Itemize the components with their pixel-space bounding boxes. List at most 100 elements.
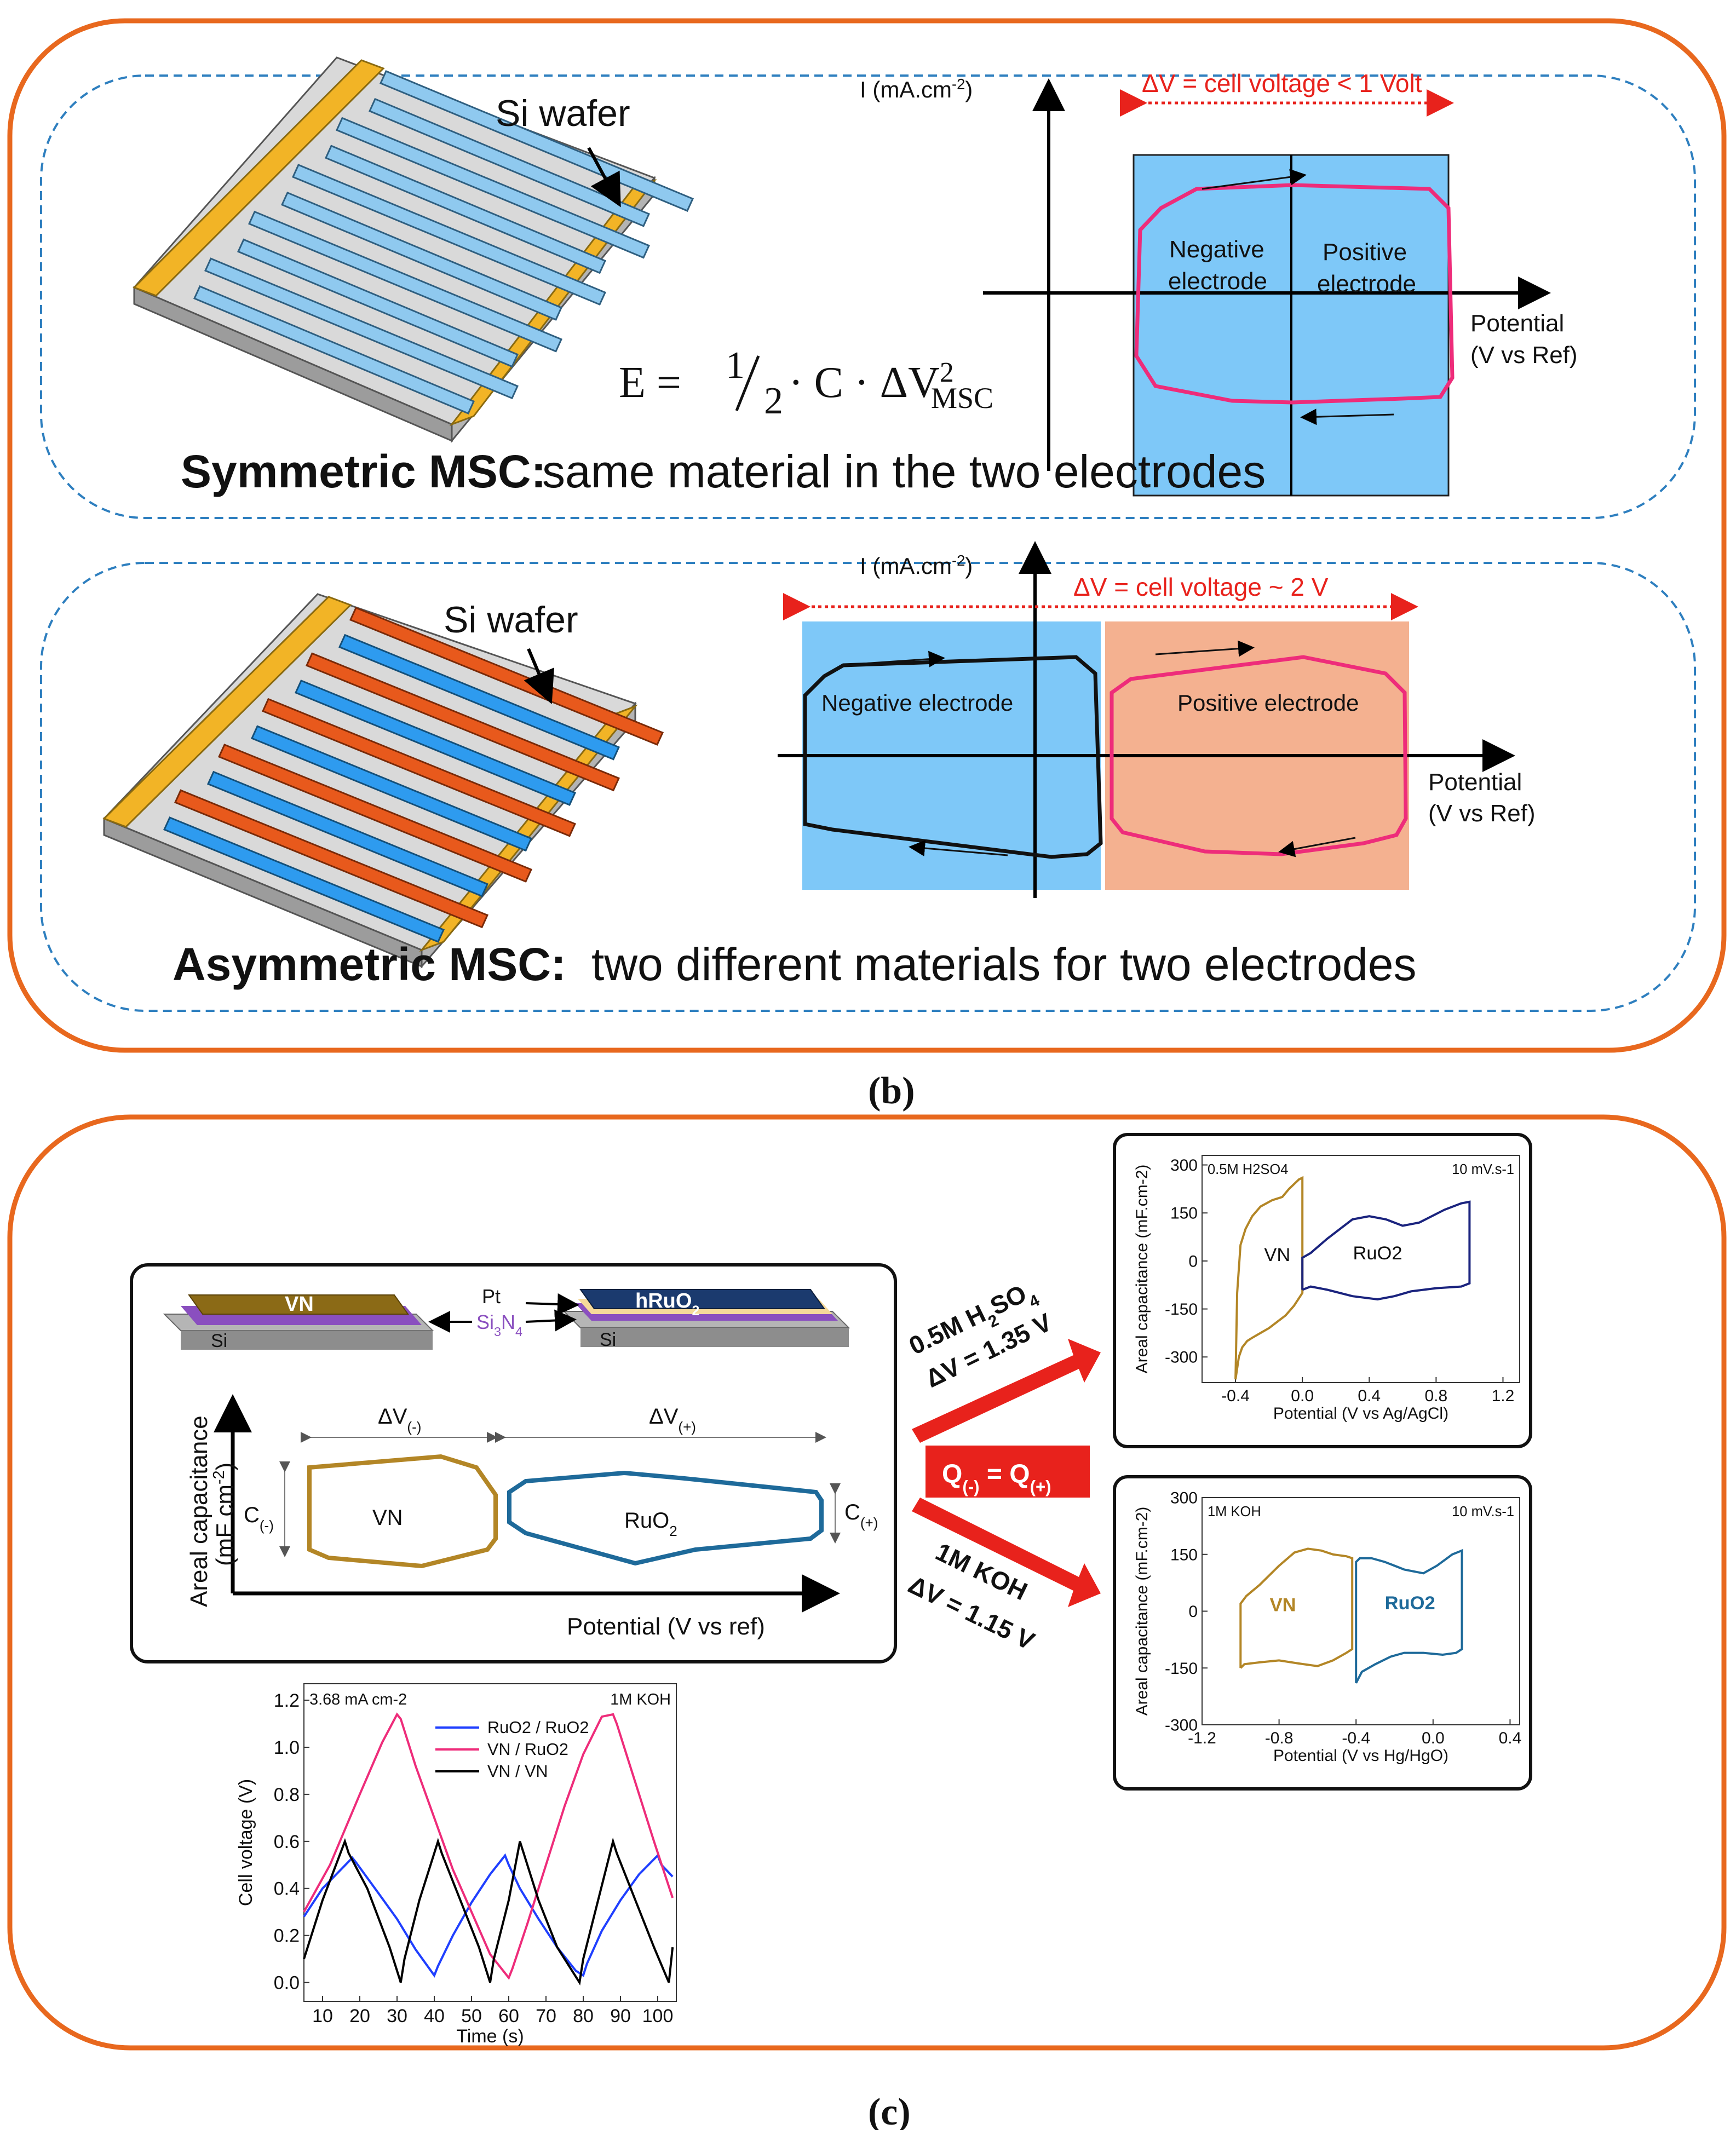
asymmetric-y-label-part: ) — [965, 553, 973, 579]
device-ruo2-loop — [507, 1470, 824, 1566]
device-vn-label-part: VN — [372, 1506, 403, 1530]
y-tick-label: 150 — [1170, 1546, 1198, 1564]
c-neg-label-part: (-) — [260, 1517, 274, 1534]
legend-entry: RuO2 / RuO2 — [487, 1718, 589, 1737]
pt-label-part: Pt — [482, 1285, 501, 1308]
device-xlabel-part: Potential (V vs ref) — [567, 1613, 765, 1640]
asymmetric-title-bold-part: Asymmetric MSC: — [173, 939, 566, 990]
x-tick-label: 10 — [312, 2006, 333, 2027]
c-neg-label: C(-) — [244, 1503, 274, 1534]
vn-chip-label: VN — [285, 1293, 314, 1316]
symmetric-frame — [40, 74, 1696, 519]
device-vn-loop — [307, 1454, 498, 1569]
symmetric-y-label-part: ) — [965, 77, 973, 102]
series-label: VN — [1264, 1245, 1290, 1265]
symmetric-wafer-label-part: Si wafer — [496, 93, 630, 134]
dv-neg-label-part: ΔV — [378, 1404, 407, 1429]
x-tick-label: 20 — [349, 2006, 370, 2027]
q-balance-label-part: (-) — [962, 1477, 979, 1496]
red-arrow-lower — [912, 1498, 1101, 1607]
q-balance-label-part: (+) — [1030, 1477, 1051, 1496]
electrode-finger — [324, 145, 607, 274]
asymmetric-y-label: I (mA.cm-2) — [860, 552, 973, 579]
electrode-finger — [280, 191, 563, 321]
asymmetric-neg-loop — [803, 655, 1103, 859]
blue-finger — [338, 634, 620, 761]
symmetric-title-rest: same material in the two electrodes — [542, 446, 1266, 497]
orange-finger — [261, 698, 577, 837]
x-tick-label: 0.0 — [1422, 1729, 1445, 1747]
plot-frame — [303, 1683, 677, 2002]
device-ylabel-2-part: (mF cm — [211, 1484, 238, 1566]
orange-finger — [217, 744, 533, 883]
symmetric-pos-label-1-part: Positive — [1323, 239, 1407, 266]
series-line-ruo2 — [1355, 1548, 1463, 1684]
dv-pos-label-part: ΔV — [649, 1404, 679, 1429]
x-tick-label: -0.8 — [1265, 1729, 1294, 1747]
symmetric-pos-label-1: Positive — [1323, 239, 1407, 266]
gold-bar-left — [133, 59, 385, 297]
asymmetric-neg-label: Negative electrode — [821, 690, 1013, 716]
caption-c-part: (c) — [868, 2091, 911, 2130]
q-balance-label: Q(-) = Q(+) — [942, 1460, 1051, 1496]
c-pos-label-part: C — [844, 1500, 860, 1524]
x-tick-label: -1.2 — [1188, 1729, 1216, 1747]
y-tick-label: 0.8 — [274, 1784, 300, 1805]
asym-rev-arrow-1 — [909, 840, 1008, 856]
symmetric-pos-label-2-part: electrode — [1317, 270, 1416, 297]
y-tick-label: -300 — [1165, 1717, 1198, 1735]
x-tick-label: -0.4 — [1342, 1729, 1370, 1747]
si3n4-label-part: N — [501, 1311, 515, 1333]
orange-finger — [305, 652, 620, 792]
y-axis-label: Areal capacitance (mF.cm-2) — [1133, 1507, 1151, 1716]
device-ylabel-2-part: -2 — [210, 1471, 228, 1484]
vn-film — [188, 1294, 409, 1315]
series-line-vn-vn — [303, 1837, 674, 1986]
ruo2-chip-label-part: hRuO — [635, 1289, 692, 1312]
series-line-vn-ruo2 — [303, 1712, 674, 1980]
series-line-vn — [1239, 1547, 1354, 1669]
y-tick-label: -150 — [1165, 1660, 1198, 1678]
eq-subscript: MSC — [931, 382, 993, 415]
asymmetric-potential-2-part: (V vs Ref) — [1428, 800, 1536, 827]
asymmetric-title-rest-part: two different materials for two electrod… — [591, 939, 1416, 990]
orange-finger — [174, 789, 489, 929]
x-tick-label: 50 — [461, 2006, 482, 2027]
ruo2-chip-si-label-part: Si — [600, 1329, 616, 1350]
symmetric-rev-arrow — [1300, 408, 1394, 425]
y-tick-label: -150 — [1165, 1300, 1198, 1319]
si3n4-label: Si3N4 — [476, 1311, 522, 1339]
device-xlabel: Potential (V vs ref) — [567, 1613, 765, 1640]
x-tick-label: 0.4 — [1499, 1729, 1522, 1747]
blue-finger — [163, 816, 445, 943]
panel-c-frame — [7, 1114, 1727, 2051]
y-tick-label: 300 — [1170, 1156, 1198, 1175]
eq-lhs: E = — [619, 359, 681, 407]
symmetric-wafer-label: Si wafer — [496, 93, 630, 134]
upper-electrolyte-label-part: 4 — [1026, 1291, 1043, 1311]
symmetric-potential-1: Potential — [1470, 310, 1564, 337]
symmetric-potential-1-part: Potential — [1470, 310, 1564, 337]
y-tick-label: 1.0 — [274, 1737, 300, 1758]
asymmetric-frame — [40, 562, 1696, 1012]
series-label: RuO2 — [1385, 1593, 1435, 1614]
asymmetric-title-bold: Asymmetric MSC: — [173, 939, 566, 990]
eq-fraction-slash — [735, 355, 760, 411]
orange-finger — [349, 607, 664, 746]
gold-bar-left — [102, 596, 352, 828]
asymmetric-y-label-part: -2 — [952, 552, 965, 569]
panel-b-frame — [7, 18, 1727, 1053]
asym-fwd-arrow-2 — [1155, 640, 1255, 657]
x-tick-label: 80 — [573, 2006, 594, 2027]
y-tick-label: 0.6 — [274, 1832, 300, 1852]
eq-lhs-part: E = — [619, 359, 681, 407]
vn-chip-si-label-part: Si — [211, 1331, 227, 1351]
si3n4-arrow-right — [525, 1309, 577, 1332]
si3n4-label-part: 3 — [494, 1325, 501, 1339]
eq-body-part: · C · ΔV — [789, 359, 940, 407]
symmetric-y-label-part: -2 — [952, 76, 965, 93]
asym-fwd-arrow-1 — [862, 650, 945, 667]
symmetric-neg-label-2-part: electrode — [1168, 268, 1267, 295]
c-neg-label-part: C — [244, 1503, 260, 1527]
